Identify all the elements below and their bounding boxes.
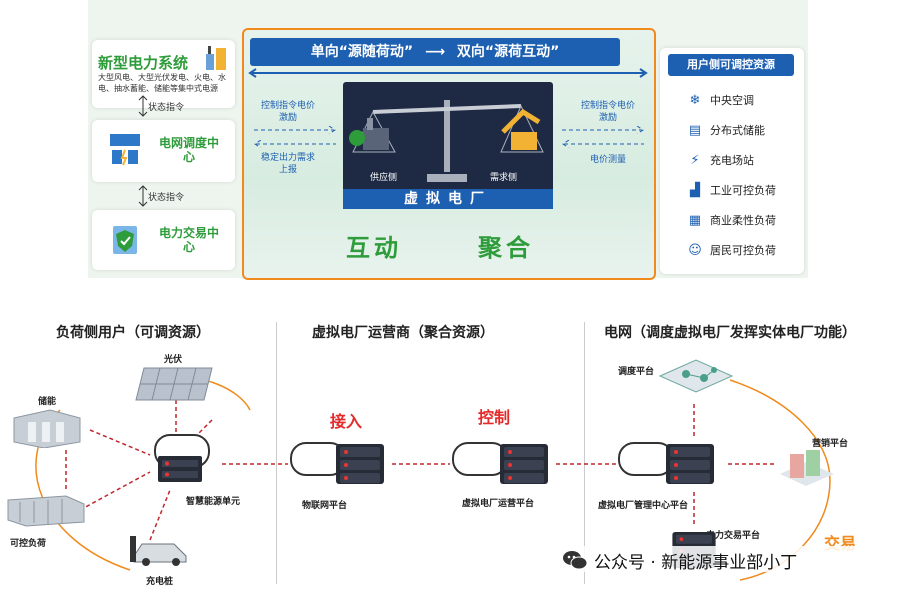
left-control-text: 控制指令电价激励 (260, 101, 315, 123)
power-system-title: 新型电力系统 (98, 54, 189, 72)
people-icon: ☺ (688, 243, 702, 258)
divider-1 (276, 322, 277, 584)
up-down-arrow-1 (138, 95, 148, 117)
access-label: 接入 (330, 412, 363, 431)
building-icon: ▦ (688, 213, 702, 228)
dispatch-icon (108, 132, 142, 166)
storage-icon (13, 409, 81, 448)
resource-item-ac: ❄中央空调 (686, 92, 754, 108)
operator-platform-label: 虚拟电厂运营平台 (462, 499, 535, 509)
marketing-platform-label: 营销平台 (812, 439, 849, 449)
controllable-load-label: 可控负荷 (10, 539, 47, 549)
wechat-icon (563, 551, 588, 570)
shield-icon (110, 222, 140, 256)
status-cmd-label-1: 状态指令 (148, 103, 185, 113)
section-load-side: 负荷侧用户（可调资源） (56, 325, 210, 341)
up-down-arrow-2 (138, 185, 148, 207)
aggregate-word: 聚合 (478, 233, 534, 262)
power-system-desc: 大型风电、大型光伏发电、火电、水电、抽水蓄能、储能等集中式电源 (98, 73, 226, 93)
iot-platform-label: 物联网平台 (302, 501, 348, 511)
resource-item-residential: ☺居民可控负荷 (686, 242, 776, 258)
direction-banner: 单向“源随荷动” ⟶ 双向“源荷互动” (250, 38, 620, 66)
marketing-platform-icon (780, 450, 834, 486)
right-arrow-right (562, 126, 644, 134)
divider-2 (584, 322, 585, 584)
left-arrow-right (254, 126, 336, 134)
bidirectional-arrow (248, 68, 648, 78)
charger-icon: ⚡ (690, 153, 700, 168)
section-grid: 电网（调度虚拟电厂发挥实体电厂功能） (604, 325, 856, 341)
status-cmd-label-2: 状态指令 (148, 193, 185, 203)
banner-one-way: 单向“源随荷动” (310, 44, 414, 60)
resource-item-storage: ▤分布式储能 (686, 122, 765, 138)
operator-server-icon (500, 444, 548, 484)
factory-icon: ▟ (690, 183, 700, 198)
power-system-card (92, 40, 235, 108)
left-stable-text: 稳定出力需求上报 (260, 153, 315, 175)
smart-unit-server-icon (158, 456, 202, 482)
section-operator: 虚拟电厂运营商（聚合资源） (312, 325, 494, 341)
balance-scale-illustration (343, 82, 553, 207)
dispatch-platform-icon (658, 359, 734, 393)
ev-car-icon (130, 536, 187, 566)
user-resources-title: 用户侧可调控资源 (668, 54, 794, 76)
power-plant-icon (204, 44, 228, 70)
pv-label: 光伏 (164, 355, 183, 365)
iot-server-icon (336, 444, 384, 484)
resource-item-charging: ⚡充电场站 (686, 152, 754, 168)
smart-unit-label: 智慧能源单元 (186, 497, 241, 507)
interact-word: 互动 (346, 233, 402, 262)
dispatch-platform-label: 调度平台 (618, 367, 655, 377)
storage-label: 储能 (38, 397, 57, 407)
right-arrow-left (562, 140, 644, 148)
watermark-bg (560, 546, 902, 572)
right-price-text: 电价测量 (589, 155, 626, 165)
supply-side-label: 供应侧 (370, 173, 398, 183)
mgmt-cloud-icon (618, 442, 674, 476)
right-control-text: 控制指令电价激励 (580, 101, 635, 123)
mgmt-server-icon (666, 444, 714, 484)
banner-two-way: 双向“源荷互动” (456, 44, 560, 60)
charging-pile-label: 充电桩 (146, 577, 174, 587)
resource-item-commercial: ▦商业柔性负荷 (686, 212, 776, 228)
grid-dispatch-center: 电网调度中心 (158, 136, 219, 164)
user-resources-card (660, 48, 804, 274)
trading-platform-label: 电力交易平台 (706, 531, 761, 541)
watermark-text: 公众号 · 新能源事业部小丁 (594, 553, 798, 573)
resource-item-industrial: ▟工业可控负荷 (686, 182, 776, 198)
battery-icon: ▤ (688, 123, 702, 138)
mgmt-platform-label: 虚拟电厂管理中心平台 (598, 501, 689, 511)
demand-side-label: 需求侧 (490, 173, 518, 183)
snowflake-icon: ❄ (689, 93, 701, 108)
pv-panel-icon (135, 367, 213, 401)
left-arrow-left (254, 140, 336, 148)
control-label: 控制 (478, 408, 511, 427)
vpp-title: 虚拟电厂 (343, 189, 553, 209)
controllable-load-icon (7, 495, 85, 527)
trading-center: 电力交易中心 (158, 226, 219, 254)
